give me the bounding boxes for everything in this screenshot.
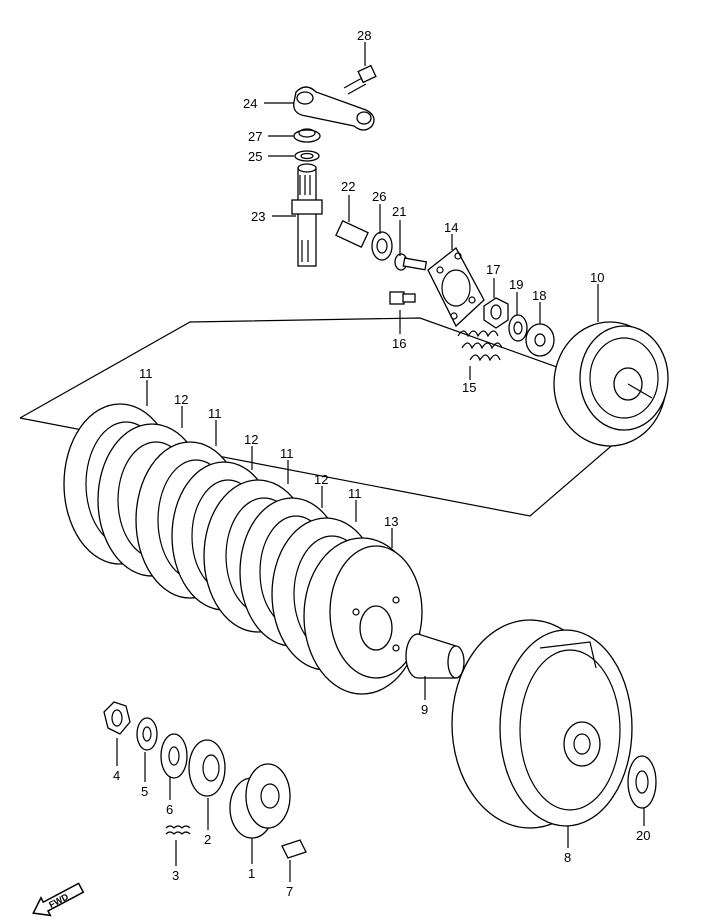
label-14: 14 xyxy=(444,220,458,235)
label-1: 1 xyxy=(248,866,255,881)
part-26-bearing xyxy=(371,231,393,261)
part-21-pin xyxy=(394,253,428,271)
label-17: 17 xyxy=(486,262,500,277)
part-24-release-arm xyxy=(293,86,375,131)
label-24: 24 xyxy=(243,96,257,111)
label-11-a: 11 xyxy=(139,366,153,381)
part-27-bush xyxy=(293,129,321,143)
label-16: 16 xyxy=(392,336,406,351)
label-3: 3 xyxy=(172,868,179,883)
label-2: 2 xyxy=(204,832,211,847)
label-13: 13 xyxy=(384,514,398,529)
part-18-washer xyxy=(525,323,555,357)
part-2-gear xyxy=(188,739,226,797)
label-5: 5 xyxy=(141,784,148,799)
part-23-release-shaft xyxy=(291,163,323,267)
label-8: 8 xyxy=(564,850,571,865)
label-25: 25 xyxy=(248,149,262,164)
reference-frame xyxy=(19,317,662,517)
label-20: 20 xyxy=(636,828,650,843)
label-15: 15 xyxy=(462,380,476,395)
part-4-nut xyxy=(103,701,131,735)
label-18: 18 xyxy=(532,288,546,303)
label-6: 6 xyxy=(166,802,173,817)
part-16-bolt xyxy=(389,291,416,305)
part-6-washer xyxy=(160,733,188,779)
label-27: 27 xyxy=(248,129,262,144)
part-5-lock-washer xyxy=(136,717,158,751)
label-12-a: 12 xyxy=(174,392,188,407)
part-28-bolt xyxy=(343,64,377,95)
label-12-b: 12 xyxy=(244,432,258,447)
label-10: 10 xyxy=(590,270,604,285)
part-9-spacer xyxy=(405,633,465,679)
label-26: 26 xyxy=(372,189,386,204)
part-17-nut xyxy=(483,297,509,329)
label-11-c: 11 xyxy=(280,446,294,461)
label-11-d: 11 xyxy=(348,486,362,501)
forward-direction-badge: FWD xyxy=(32,882,85,917)
label-23: 23 xyxy=(251,209,265,224)
label-22: 22 xyxy=(341,179,355,194)
part-14-lifter-plate xyxy=(427,247,485,328)
label-4: 4 xyxy=(113,768,120,783)
part-3-spring xyxy=(165,825,191,835)
part-15-springs xyxy=(457,330,503,362)
label-9: 9 xyxy=(421,702,428,717)
part-1-primary-gear xyxy=(229,763,291,839)
label-19: 19 xyxy=(509,277,523,292)
part-19-washer xyxy=(508,314,528,342)
label-21: 21 xyxy=(392,204,406,219)
part-10-sleeve-hub xyxy=(553,321,669,447)
part-8-clutch-housing xyxy=(451,619,633,829)
label-7: 7 xyxy=(286,884,293,899)
part-13-pressure-plate xyxy=(303,537,423,695)
label-12-c: 12 xyxy=(314,472,328,487)
part-20-thrust-washer xyxy=(627,755,657,809)
part-7-key xyxy=(281,839,307,859)
label-11-b: 11 xyxy=(208,406,222,421)
part-22-push-piece xyxy=(335,219,369,249)
part-25-washer xyxy=(294,150,320,162)
label-28: 28 xyxy=(357,28,371,43)
